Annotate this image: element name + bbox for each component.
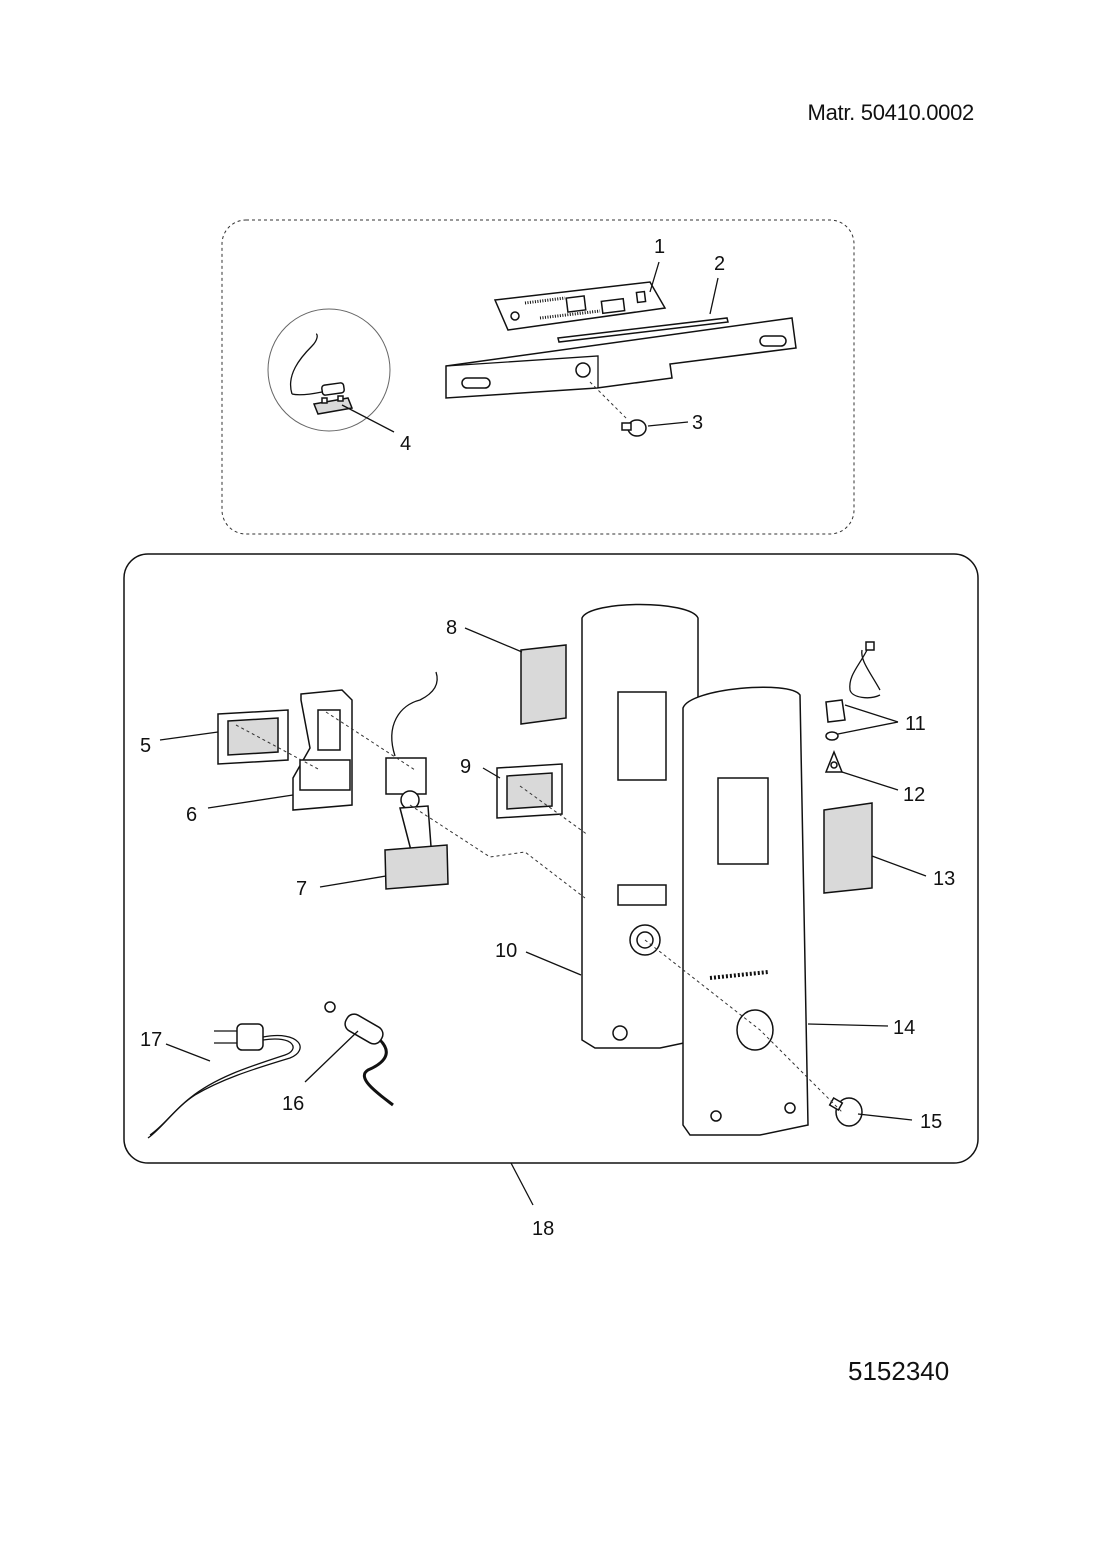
control-panel-bar bbox=[445, 317, 797, 399]
material-number: Matr. 50410.0002 bbox=[807, 100, 975, 125]
part-11-lamp-socket bbox=[825, 641, 881, 741]
part-16-capacitor bbox=[324, 1001, 394, 1107]
lower-assembly-frame bbox=[123, 553, 979, 1164]
callout-15: 15 bbox=[920, 1111, 942, 1133]
callout-9: 9 bbox=[460, 756, 471, 778]
part-8-pad bbox=[520, 644, 567, 725]
callout-5: 5 bbox=[140, 735, 151, 757]
callout-3: 3 bbox=[692, 412, 703, 434]
part-14-front-housing bbox=[682, 686, 809, 1136]
part-2-rod bbox=[557, 317, 729, 343]
detail-circle-part-4 bbox=[267, 308, 391, 432]
drawing-number: 5152340 bbox=[848, 1356, 950, 1386]
part-3-knob bbox=[589, 381, 647, 437]
callout-1: 1 bbox=[654, 236, 665, 258]
callout-6: 6 bbox=[186, 804, 197, 826]
part-17-power-cord bbox=[147, 1023, 301, 1139]
part-5-frame-gasket bbox=[217, 709, 289, 765]
callout-4: 4 bbox=[400, 433, 411, 455]
part-9-gasket bbox=[496, 763, 563, 819]
part-7-motor bbox=[384, 671, 449, 890]
callout-13: 13 bbox=[933, 868, 955, 890]
callout-17: 17 bbox=[140, 1029, 162, 1051]
part-15-knob bbox=[828, 1097, 863, 1127]
callout-2: 2 bbox=[714, 253, 725, 275]
callout-7: 7 bbox=[296, 878, 307, 900]
callout-16: 16 bbox=[282, 1093, 304, 1115]
callout-8: 8 bbox=[446, 617, 457, 639]
callout-18: 18 bbox=[532, 1218, 554, 1240]
callout-10: 10 bbox=[495, 940, 517, 962]
part-12-bulb-holder bbox=[824, 749, 844, 773]
part-13-cover bbox=[823, 802, 873, 894]
callout-12: 12 bbox=[903, 784, 925, 806]
callout-14: 14 bbox=[893, 1017, 915, 1039]
callout-11: 11 bbox=[905, 713, 926, 735]
part-10-rear-housing bbox=[581, 603, 699, 1049]
part-1-circuit-board bbox=[493, 281, 667, 331]
part-6-bracket bbox=[292, 689, 353, 811]
